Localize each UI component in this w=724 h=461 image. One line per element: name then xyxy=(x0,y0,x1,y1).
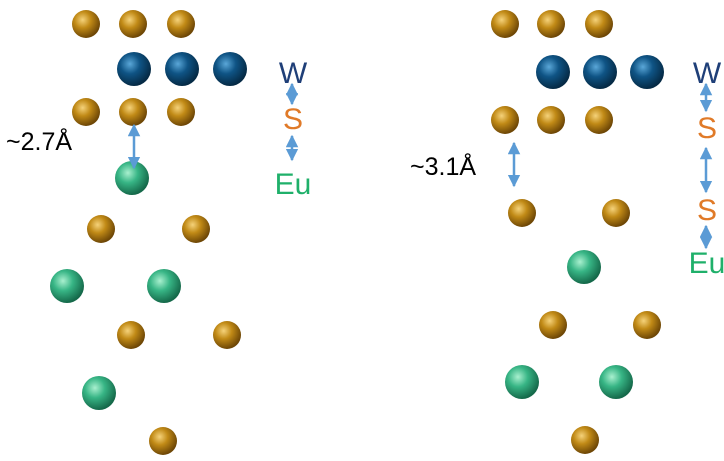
s-atom xyxy=(119,98,147,126)
s-atom xyxy=(571,426,599,454)
left-legend-s: S xyxy=(283,103,303,136)
s-atom xyxy=(182,215,210,243)
s-atom xyxy=(167,10,195,38)
eu-atom xyxy=(82,376,116,410)
s-atom xyxy=(213,321,241,349)
s-atom xyxy=(602,199,630,227)
right-legend-s-lower: S xyxy=(697,194,717,227)
s-atom xyxy=(117,321,145,349)
eu-atom xyxy=(567,250,601,284)
w-atom xyxy=(583,55,617,89)
left-legend-w: W xyxy=(279,57,308,90)
s-atom xyxy=(72,98,100,126)
eu-atom xyxy=(115,161,149,195)
atoms-layer xyxy=(50,10,664,455)
w-atom xyxy=(117,52,151,86)
w-atom xyxy=(165,52,199,86)
s-atom xyxy=(72,10,100,38)
eu-atom xyxy=(50,269,84,303)
right-legend-w: W xyxy=(693,57,722,90)
eu-atom xyxy=(147,269,181,303)
right-distance-label: ~3.1Å xyxy=(410,151,476,181)
right-legend-eu: Eu xyxy=(689,247,724,280)
w-atom xyxy=(213,52,247,86)
w-atom xyxy=(536,55,570,89)
right-legend-s-upper: S xyxy=(697,112,717,145)
s-atom xyxy=(537,106,565,134)
left-distance-label: ~2.7Å xyxy=(6,126,72,156)
eu-atom xyxy=(599,365,633,399)
s-atom xyxy=(491,106,519,134)
s-atom xyxy=(167,98,195,126)
s-atom xyxy=(149,427,177,455)
s-atom xyxy=(539,311,567,339)
arrows-layer xyxy=(127,82,713,250)
s-atom xyxy=(491,10,519,38)
left-legend-eu: Eu xyxy=(275,168,312,201)
s-atom xyxy=(537,10,565,38)
eu-atom xyxy=(505,365,539,399)
s-atom xyxy=(585,10,613,38)
w-atom xyxy=(630,55,664,89)
s-atom xyxy=(87,215,115,243)
s-atom xyxy=(585,106,613,134)
s-atom xyxy=(633,311,661,339)
s-atom xyxy=(119,10,147,38)
s-atom xyxy=(508,199,536,227)
